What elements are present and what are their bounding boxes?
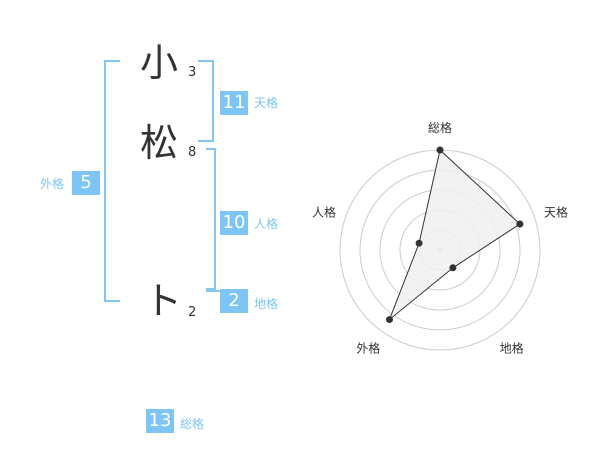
stroke-count-1: 3	[188, 65, 197, 80]
tenkaku-value: 11	[220, 91, 248, 115]
gaikaku-value: 5	[72, 171, 100, 195]
chikaku-value: 2	[220, 289, 248, 313]
soukaku-value: 13	[146, 409, 174, 433]
gaikaku-bracket	[104, 60, 120, 302]
radar-axis-label-4: 外格	[356, 341, 380, 356]
stroke-count-3: 2	[188, 305, 197, 320]
tenkaku-bracket	[198, 60, 214, 142]
tenkaku-label: 天格	[254, 96, 279, 110]
name-char-3: ト	[144, 279, 183, 323]
soukaku-label: 総格	[180, 417, 205, 431]
radar-area	[388, 149, 521, 322]
radar-point-5	[415, 239, 423, 247]
name-char-1: 小	[140, 41, 179, 85]
jinkaku-label: 人格	[254, 217, 279, 231]
radar-point-2	[516, 220, 524, 228]
stroke-count-2: 8	[188, 145, 197, 160]
radar-point-1	[436, 146, 444, 154]
radar-axis-label-5: 人格	[312, 204, 336, 219]
radar-axis-label-1: 総格	[428, 120, 452, 135]
radar-points	[385, 146, 524, 324]
radar-point-4	[385, 316, 393, 324]
chikaku-label: 地格	[254, 297, 279, 311]
jinkaku-bracket	[206, 148, 216, 290]
radar-axis-label-2: 天格	[544, 204, 568, 219]
radar-point-3	[449, 264, 457, 272]
radar-axis-label-3: 地格	[500, 341, 524, 356]
jinkaku-value: 10	[220, 211, 248, 235]
name-char-2: 松	[140, 121, 179, 165]
gaikaku-label: 外格	[40, 177, 65, 191]
